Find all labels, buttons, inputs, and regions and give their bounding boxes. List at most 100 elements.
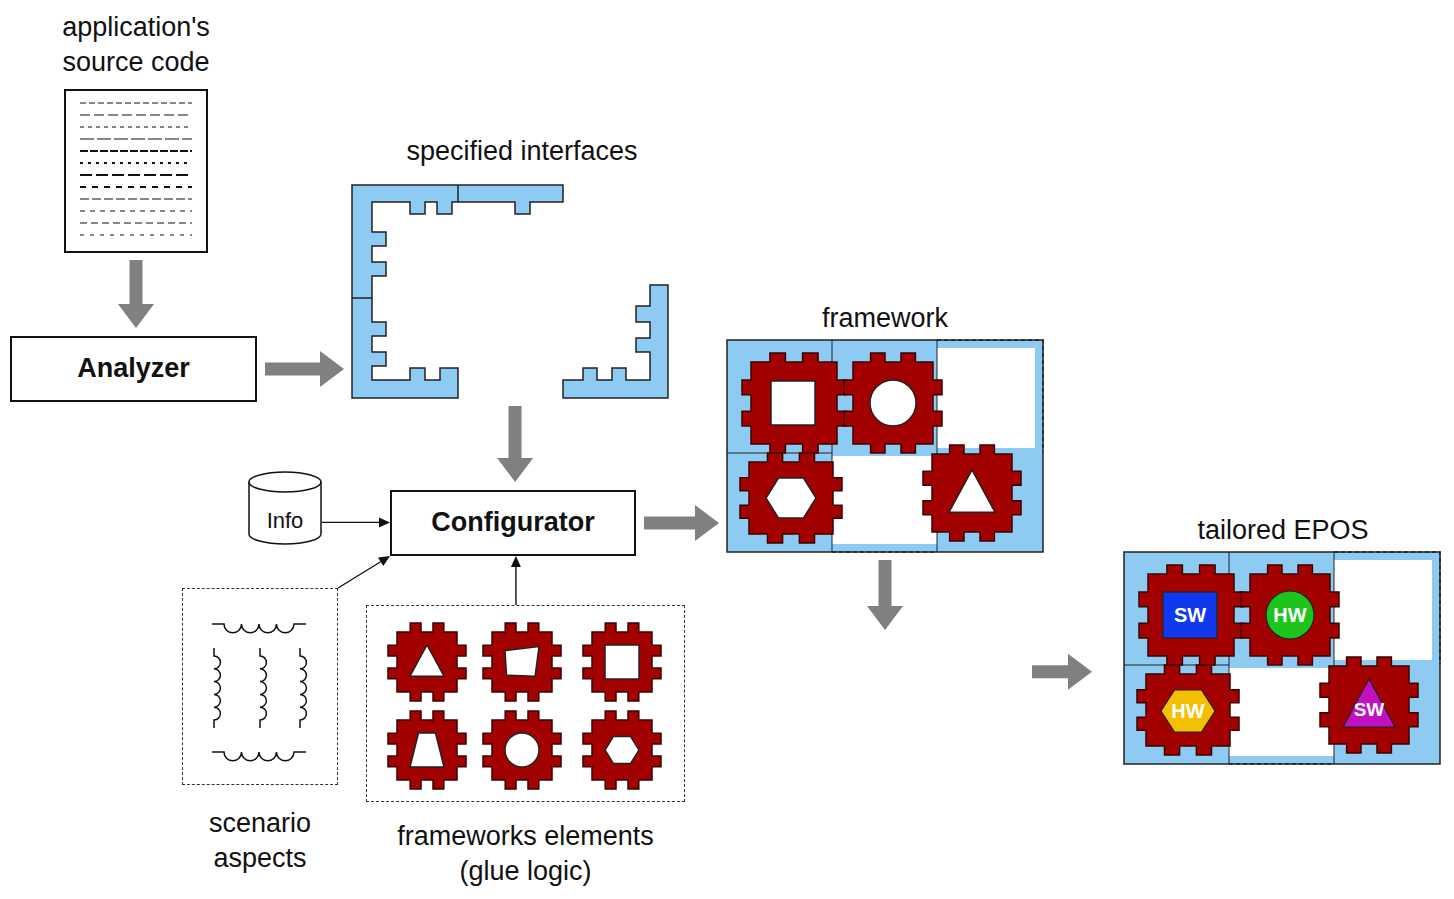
arrow-head: [320, 351, 344, 387]
arrow-head: [378, 556, 390, 566]
framework-ground: [727, 340, 1043, 552]
component-circle: HW: [1266, 591, 1314, 639]
connector: [644, 505, 719, 541]
component-hexagon: HW: [1161, 690, 1215, 732]
code-line: [80, 223, 192, 224]
puzzle-piece: [844, 353, 942, 453]
process-box: Configurator: [390, 490, 636, 556]
code-line: [80, 150, 192, 152]
empty-slot: [1334, 560, 1432, 660]
quad-shape: [505, 647, 539, 677]
code-lines: [80, 103, 192, 235]
dashed-edge: [832, 551, 937, 553]
tri-shape: [949, 470, 995, 512]
circle-shape: [870, 380, 916, 426]
coil-winding: [300, 648, 306, 728]
arrow-shaft: [879, 560, 892, 607]
coil-winding: [212, 752, 306, 761]
empty-slot: [1229, 668, 1334, 756]
circle-fill: [1266, 591, 1314, 639]
code-line: [80, 115, 192, 116]
framework-ground: [1124, 552, 1440, 764]
dashed-edge: [1334, 552, 1440, 664]
connector: [497, 406, 533, 482]
puzzle-piece: [1320, 657, 1418, 753]
heading-label: specified interfaces: [406, 134, 637, 169]
hexagon-fill: [1161, 690, 1215, 732]
tri-shape: [410, 645, 444, 676]
code-line: [80, 211, 192, 212]
process-box: Analyzer: [10, 336, 257, 402]
heading-label: framework: [822, 301, 948, 336]
puzzle-piece: [388, 623, 466, 701]
puzzle-piece: [1137, 665, 1239, 755]
heading-label: frameworks elements (glue logic): [381, 819, 671, 889]
arrow-shaft: [265, 363, 321, 376]
connector: [338, 556, 390, 588]
tailored-figure: [1124, 552, 1440, 764]
arrow-shaft: [322, 522, 380, 523]
dashed-edge: [937, 340, 1043, 452]
arrow-head: [511, 556, 521, 567]
element-icons: [388, 623, 661, 789]
framework-figure-node: framework: [727, 340, 1043, 552]
circle-shape: [505, 733, 539, 767]
document-sheet: [65, 90, 207, 252]
connector: [322, 517, 390, 527]
interface-left-piece: [352, 185, 563, 398]
hex-shape: [605, 736, 639, 763]
puzzle-piece: [740, 453, 842, 543]
triangle-fill: [1343, 679, 1395, 727]
coil-winding: [214, 648, 220, 728]
square-shape: [771, 381, 815, 425]
puzzle-piece: [923, 445, 1021, 541]
group-box: frameworks elements (glue logic): [366, 605, 685, 802]
coil-winding: [260, 648, 266, 728]
connector: [118, 260, 154, 328]
source-document: application's source code: [65, 90, 207, 252]
trap-shape: [410, 733, 444, 767]
arrow-head: [1068, 654, 1092, 690]
framework-figure: [727, 340, 1043, 552]
arrow-head: [118, 304, 154, 328]
box-label: SW: [1174, 602, 1206, 628]
dashed-edge: [1229, 763, 1334, 765]
code-line: [80, 162, 192, 164]
arrow-head: [497, 458, 533, 482]
puzzle-piece: [583, 623, 661, 701]
interface-right-piece: [563, 285, 668, 398]
box-label: HW: [1171, 698, 1204, 724]
connector: [265, 351, 344, 387]
box-label: Configurator: [431, 505, 594, 540]
group-box: scenario aspects: [182, 588, 338, 785]
interface-seam: [457, 185, 459, 202]
code-line: [80, 199, 192, 200]
arrow-shaft: [338, 561, 381, 588]
puzzle-piece: [742, 353, 846, 453]
box-label: Analyzer: [77, 351, 190, 386]
box-label: HW: [1273, 602, 1306, 628]
square-shape: [605, 645, 639, 679]
arrow-shaft: [509, 406, 522, 459]
arrow-head: [379, 517, 390, 527]
code-line: [80, 139, 192, 140]
puzzle-piece: [1139, 565, 1243, 665]
database-node: Info: [248, 472, 322, 544]
cylinder-top: [249, 472, 321, 492]
arrow-shaft: [515, 566, 516, 605]
component-square: SW: [1163, 592, 1217, 638]
arrow-head: [695, 505, 719, 541]
database-cylinder: [249, 472, 321, 544]
coil-symbols: [212, 624, 306, 761]
puzzle-piece: [1241, 565, 1339, 665]
empty-slot: [832, 456, 937, 544]
component-triangle: SW: [1343, 679, 1395, 727]
coil-winding: [212, 624, 306, 633]
puzzle-piece: [583, 711, 661, 789]
puzzle-piece: [388, 711, 466, 789]
interface-pieces: [352, 185, 668, 398]
interfaces-figure: specified interfaces: [352, 185, 668, 398]
box-label: SW: [1354, 698, 1385, 723]
